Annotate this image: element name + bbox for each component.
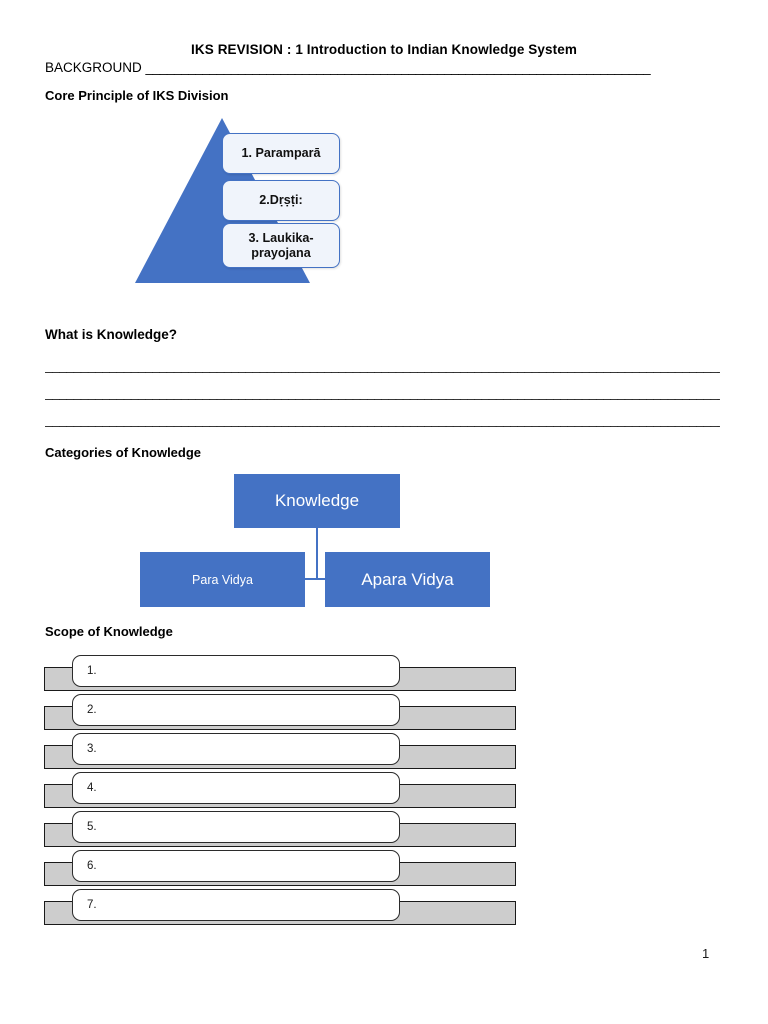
scope-row: 5. <box>44 811 516 847</box>
pyramid-diagram: 1. Paramparā 2.Dṛṣṭi: 3. Laukika-prayoja… <box>130 110 370 295</box>
scope-row-input[interactable]: 3. <box>72 733 400 765</box>
org-node-knowledge[interactable]: Knowledge <box>234 474 400 528</box>
scope-row-input[interactable]: 7. <box>72 889 400 921</box>
scope-row: 2. <box>44 694 516 730</box>
scope-row-number: 4. <box>87 782 97 794</box>
scope-row-number: 7. <box>87 899 97 911</box>
scope-row-number: 6. <box>87 860 97 872</box>
scope-row-number: 3. <box>87 743 97 755</box>
background-write-in-rule[interactable]: ________________________________________… <box>145 60 651 75</box>
section-heading-core-principle: Core Principle of IKS Division <box>45 88 229 103</box>
org-connector-vertical <box>316 528 318 580</box>
pyramid-level-1[interactable]: 1. Paramparā <box>222 133 340 174</box>
scope-row: 7. <box>44 889 516 925</box>
scope-row: 6. <box>44 850 516 886</box>
section-heading-scope-of-knowledge: Scope of Knowledge <box>45 624 173 639</box>
page-number: 1 <box>702 946 710 961</box>
scope-row-input[interactable]: 1. <box>72 655 400 687</box>
answer-line-3[interactable]: ________________________________________… <box>45 412 720 427</box>
page-title: IKS REVISION : 1 Introduction to Indian … <box>191 42 577 57</box>
scope-row-input[interactable]: 2. <box>72 694 400 726</box>
scope-row: 1. <box>44 655 516 691</box>
section-heading-what-is-knowledge: What is Knowledge? <box>45 327 178 342</box>
section-heading-categories-of-knowledge: Categories of Knowledge <box>45 445 202 460</box>
answer-line-2[interactable]: ________________________________________… <box>45 385 720 400</box>
scope-row-number: 5. <box>87 821 97 833</box>
org-node-apara-vidya[interactable]: Apara Vidya <box>325 552 490 607</box>
org-chart-diagram: Knowledge Para Vidya Apara Vidya <box>130 466 510 611</box>
scope-row-input[interactable]: 6. <box>72 850 400 882</box>
scope-row: 3. <box>44 733 516 769</box>
answer-line-1[interactable]: ________________________________________… <box>45 358 720 373</box>
scope-row-number: 2. <box>87 704 97 716</box>
pyramid-level-3[interactable]: 3. Laukika-prayojana <box>222 223 340 268</box>
scope-row-input[interactable]: 4. <box>72 772 400 804</box>
background-line: BACKGROUND _____________________________… <box>45 60 735 75</box>
org-node-para-vidya[interactable]: Para Vidya <box>140 552 305 607</box>
scope-of-knowledge-list: 1. 2. 3. 4. <box>44 655 524 925</box>
org-connector-horizontal <box>300 578 335 580</box>
background-label: BACKGROUND <box>45 60 142 75</box>
pyramid-level-2[interactable]: 2.Dṛṣṭi: <box>222 180 340 221</box>
scope-row-number: 1. <box>87 665 97 677</box>
scope-row: 4. <box>44 772 516 808</box>
scope-row-input[interactable]: 5. <box>72 811 400 843</box>
